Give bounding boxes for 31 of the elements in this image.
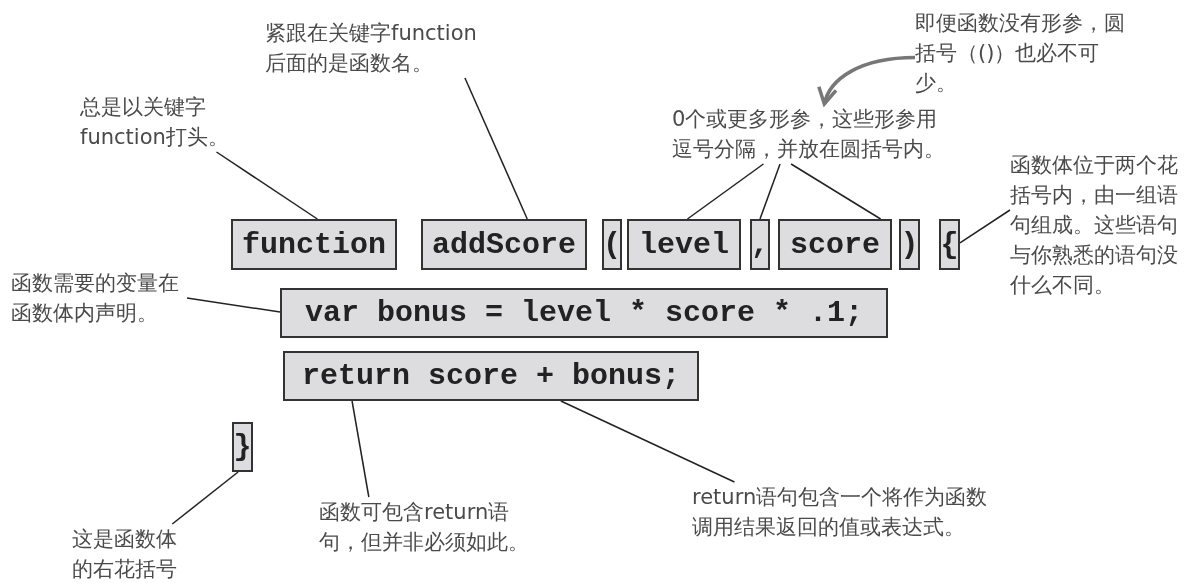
annotation-text: 这是函数体的右花括号: [72, 524, 181, 583]
leader-line: [186, 297, 281, 313]
leader-line: [959, 209, 1011, 244]
code-box: score: [778, 219, 892, 270]
code-box: {: [939, 219, 960, 270]
annotation-text: 函数需要的变量在函数体内声明。: [11, 268, 187, 328]
annotation-text: 0个或更多形参，这些形参用逗号分隔，并放在圆括号内。: [672, 104, 949, 164]
arrow: [818, 55, 916, 106]
code-box: ): [899, 219, 920, 270]
annotation-text: 总是以关键字function打头。: [80, 92, 230, 152]
leader-line: [351, 400, 370, 498]
leader-line: [759, 163, 781, 220]
code-box: var bonus = level * score * .1;: [280, 288, 888, 338]
leader-line: [686, 163, 765, 220]
annotation-text: 即便函数没有形参，圆括号（()）也必不可少。: [915, 8, 1141, 98]
leader-line: [790, 163, 882, 220]
annotation-text: 函数可包含return语句，但并非必须如此。: [319, 497, 531, 557]
leader-line: [171, 471, 239, 525]
code-box: level: [627, 219, 741, 270]
code-box: ,: [750, 219, 770, 270]
leader-line: [464, 77, 528, 220]
leader-line: [560, 400, 736, 483]
code-box: return score + bonus;: [283, 351, 699, 401]
leader-line: [215, 151, 319, 220]
annotation-text: return语句包含一个将作为函数调用结果返回的值或表达式。: [692, 482, 995, 542]
code-box: addScore: [421, 219, 587, 270]
annotation-text: 函数体位于两个花括号内，由一组语句组成。这些语句与你熟悉的语句没什么不同。: [1010, 150, 1186, 300]
code-box: (: [602, 219, 622, 270]
annotation-text: 紧跟在关键字function后面的是函数名。: [265, 18, 480, 78]
code-box: }: [232, 422, 253, 472]
code-box: function: [231, 219, 397, 270]
